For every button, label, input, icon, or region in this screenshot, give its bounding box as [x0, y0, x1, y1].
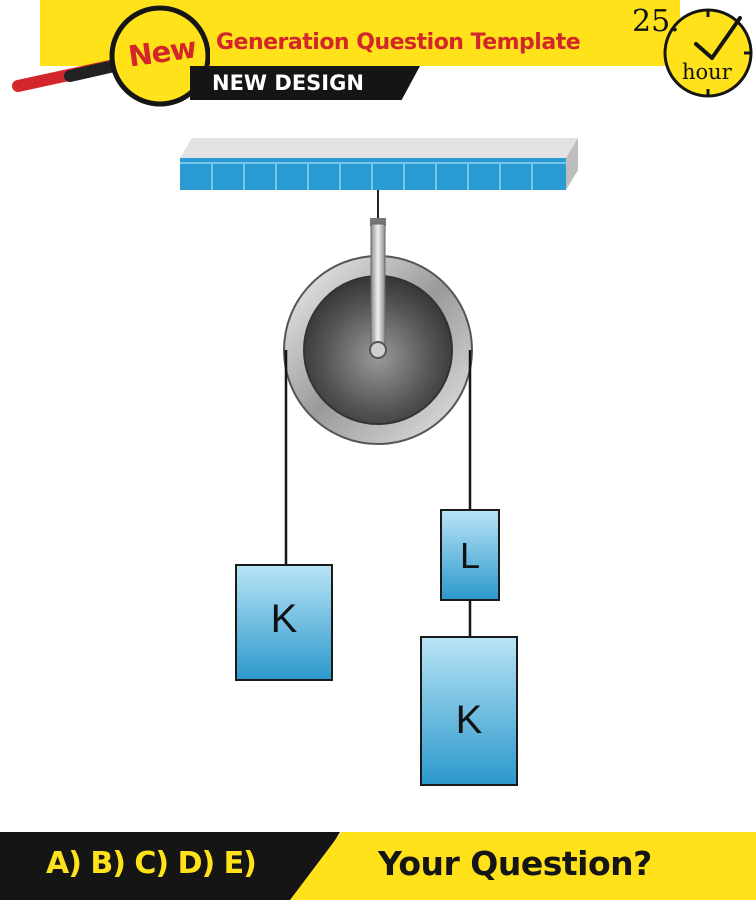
pulley-axle	[369, 341, 387, 359]
block-right-l-label: L	[460, 535, 480, 576]
timer-number: 25.	[632, 4, 680, 39]
magnifier-icon	[12, 5, 210, 107]
footer-question-bar	[290, 832, 756, 900]
block-right-k: K	[420, 636, 518, 786]
footer-options-bar	[0, 832, 340, 900]
page-title: Generation Question Template	[216, 30, 581, 55]
ceiling-beam	[180, 138, 578, 190]
question-prompt: Your Question?	[378, 844, 652, 883]
block-left-k-label: K	[271, 597, 298, 641]
subtitle: NEW DESIGN	[212, 71, 364, 95]
pulley-axle-rod	[370, 223, 386, 349]
block-right-l: L	[440, 509, 500, 601]
subtitle-bar	[190, 66, 420, 100]
answer-options: A) B) C) D) E)	[46, 846, 257, 881]
timer-unit: hour	[682, 60, 732, 84]
hanger-cap	[370, 218, 386, 226]
block-left-k: K	[235, 564, 333, 681]
clock-checkmark-icon	[663, 8, 753, 98]
pulley-diagram: K L K	[180, 138, 578, 786]
block-right-k-label: K	[456, 698, 483, 742]
